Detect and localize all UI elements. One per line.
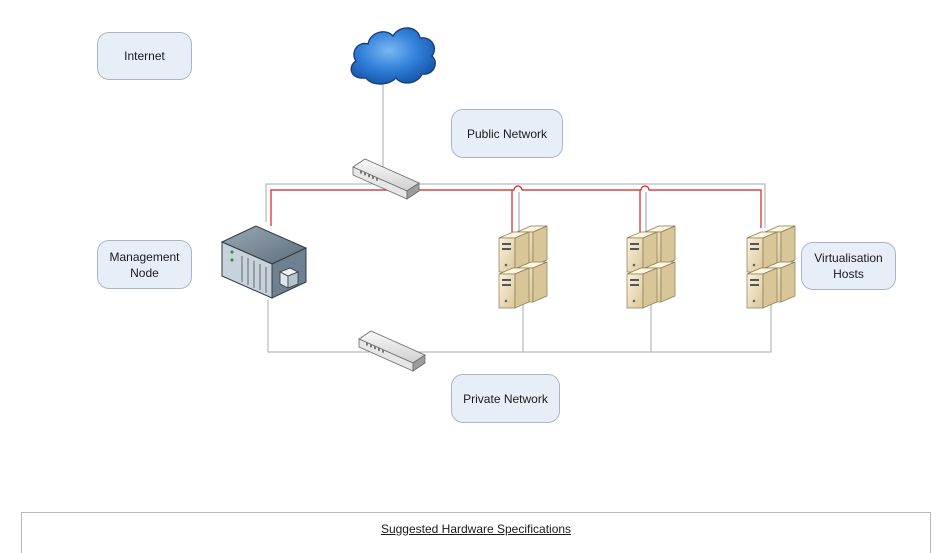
virtualisation-hosts-label: Virtualisation Hosts [801,242,896,290]
public-switch-icon [352,158,420,200]
network-diagram [220,27,796,372]
internet-label-text: Internet [124,49,165,63]
public-link-management [270,189,383,226]
host-server-stack-1 [498,225,548,309]
management-node-label: Management Node [97,240,192,289]
private-network-label: Private Network [451,374,560,423]
management-node-label-text: Management Node [109,249,180,280]
public-bus [383,185,762,228]
hardware-specs-title: Suggested Hardware Specifications [380,522,572,536]
public-network-links [270,185,762,232]
private-switch-icon [358,330,426,372]
private-network-label-text: Private Network [463,391,548,406]
private-bus [267,300,772,353]
internet-label: Internet [97,32,192,80]
cloud-icon [350,27,436,85]
private-network-links [265,82,772,353]
hardware-specs-panel: Suggested Hardware Specifications [21,512,931,553]
public-frame [265,183,766,228]
virtualisation-hosts-label-text: Virtualisation Hosts [814,251,883,281]
public-network-label-text: Public Network [466,126,548,141]
host-server-stack-3 [746,225,796,309]
public-network-label: Public Network [451,109,563,158]
management-node-icon [220,225,308,299]
host-server-stack-2 [626,225,676,309]
